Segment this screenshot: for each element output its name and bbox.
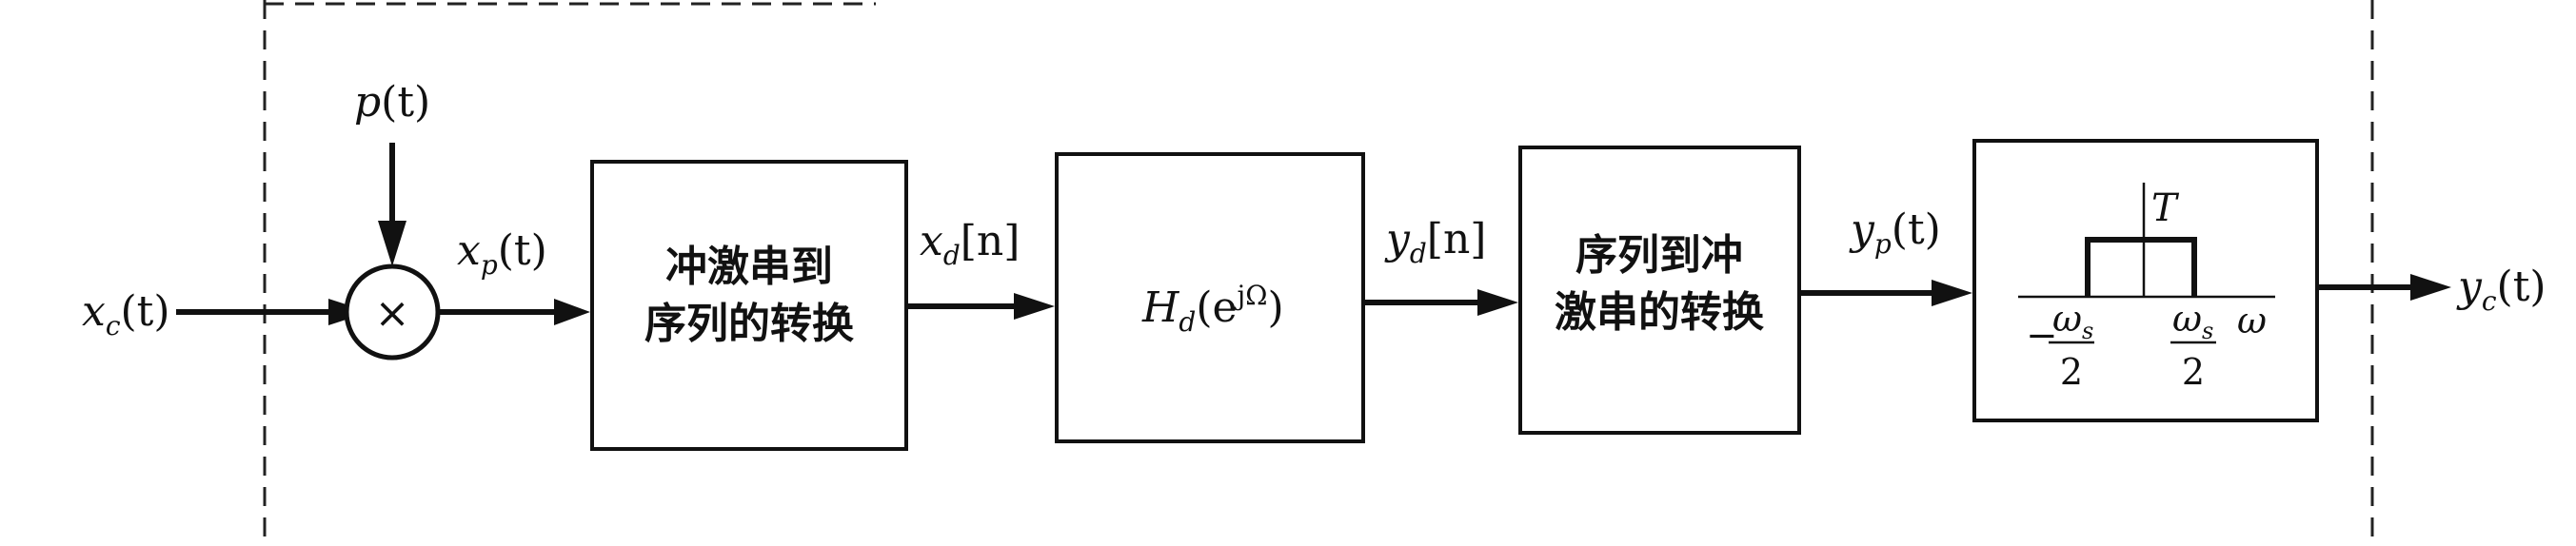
xd-signal-label: xd[n] [920,217,1020,271]
discrete-filter-label: Hd(ejΩ) [1141,280,1284,338]
impulse-train-arrow [378,143,406,266]
input-signal-label: xc(t) [82,287,170,341]
yp-arrow [1799,280,1972,306]
yp-signal-label: yp(t) [1849,205,1941,260]
lowpass-right-cutoff-den: 2 [2182,351,2205,393]
output-signal-label: yc(t) [2456,263,2546,317]
input-arrow [176,299,369,325]
sequence-to-impulse-line2: 激串的转换 [1555,288,1764,337]
lowpass-filter-block: T − ωs 2 ωs 2 ω [1972,139,2319,422]
sequence-to-impulse-line1: 序列到冲 [1575,231,1743,280]
xp-arrow [438,299,590,325]
discrete-filter-block: Hd(ejΩ) [1055,152,1365,443]
dashed-system-boundary [263,0,2374,546]
lowpass-left-cutoff-num: ωs [2052,298,2093,344]
lowpass-left-cutoff-den: 2 [2060,351,2083,393]
lowpass-gain-label: T [2151,186,2180,230]
sequence-to-impulse-block: 序列到冲 激串的转换 [1518,146,1801,435]
lowpass-right-cutoff-num: ωs [2172,298,2213,344]
lowpass-passband-rect [2085,237,2197,297]
lowpass-neg-sign: − [2026,314,2058,358]
lowpass-omega-axis-label: ω [2237,300,2267,341]
xd-arrow [906,293,1055,320]
impulse-to-sequence-line2: 序列的转换 [644,300,854,348]
impulse-to-sequence-block: 冲激串到 序列的转换 [590,160,908,451]
impulse-to-sequence-line1: 冲激串到 [665,243,833,291]
impulse-train-label: p(t) [354,78,430,127]
multiplier-symbol: × [375,289,410,338]
multiplier-node: × [344,263,441,361]
output-arrow [2317,274,2451,301]
yd-arrow [1363,289,1518,316]
yd-signal-label: yd[n] [1384,215,1486,269]
xp-signal-label: xp(t) [457,226,547,281]
